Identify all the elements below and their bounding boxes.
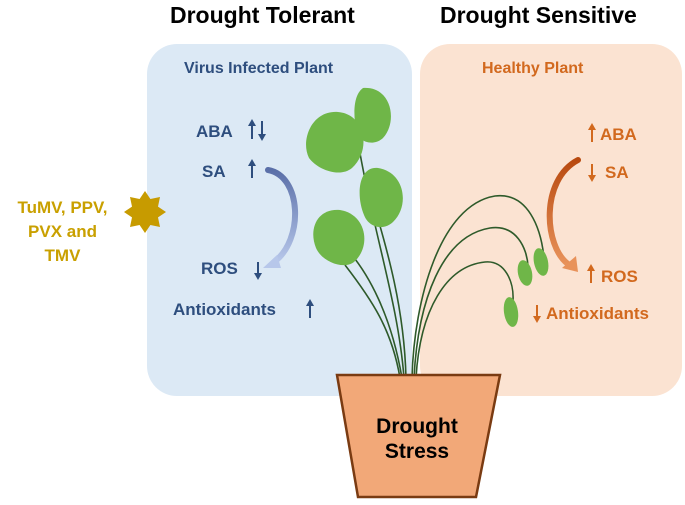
upright-leaves <box>306 87 403 266</box>
upright-leaf <box>306 111 364 173</box>
label-ros-right: ROS <box>601 267 638 286</box>
pot-label: Drought Stress <box>340 414 494 464</box>
sa-up-arrow-icon <box>248 159 256 178</box>
wilted-leaf <box>533 248 549 276</box>
pot-label-line: Drought <box>376 415 458 438</box>
wilted-leaf <box>503 297 519 327</box>
virus-list: TuMV, PPV, PVX and TMV <box>0 196 125 268</box>
label-sa-right: SA <box>605 163 629 182</box>
aba-up-down-arrows-icon <box>248 119 266 141</box>
title-drought-tolerant: Drought Tolerant <box>170 2 355 28</box>
upright-leaf <box>354 87 391 143</box>
sa-to-ros-arrowhead <box>263 255 281 268</box>
title-drought-sensitive: Drought Sensitive <box>440 2 637 28</box>
healthy-plant-wilted <box>411 195 545 379</box>
label-aba-right: ABA <box>600 125 637 144</box>
right-sa-to-ros-curve-arrow <box>546 157 581 267</box>
virus-list-line: TuMV, PPV, <box>17 198 108 217</box>
right-sa-to-ros-arrowhead <box>562 256 578 272</box>
panel-title-healthy: Healthy Plant <box>482 60 584 77</box>
antioxidants-up-arrow-icon <box>306 299 314 318</box>
sa-to-ros-curve-arrow <box>265 167 298 265</box>
virus-star-icon <box>124 191 166 233</box>
upright-leaf <box>359 167 403 228</box>
label-antioxidants-right: Antioxidants <box>546 304 649 323</box>
wilted-leaves <box>503 248 549 327</box>
virus-list-line: TMV <box>44 246 81 265</box>
ros-down-arrow-icon <box>254 262 262 280</box>
right-aba-up-arrow-icon <box>588 123 596 142</box>
label-sa-left: SA <box>202 162 226 181</box>
label-ros-left: ROS <box>201 259 238 278</box>
right-sa-down-arrow-icon <box>588 164 596 182</box>
upright-leaf <box>313 209 365 266</box>
right-antioxidants-down-arrow-icon <box>533 305 541 323</box>
right-ros-up-arrow-icon <box>587 264 595 283</box>
drought-pot <box>335 373 502 499</box>
wilted-leaf <box>517 260 533 286</box>
virus-list-line: PVX and <box>28 222 97 241</box>
panel-title-virus-infected: Virus Infected Plant <box>184 60 334 77</box>
pot-label-line: Stress <box>384 440 450 463</box>
label-aba-left: ABA <box>196 122 233 141</box>
label-antioxidants-left: Antioxidants <box>173 300 276 319</box>
